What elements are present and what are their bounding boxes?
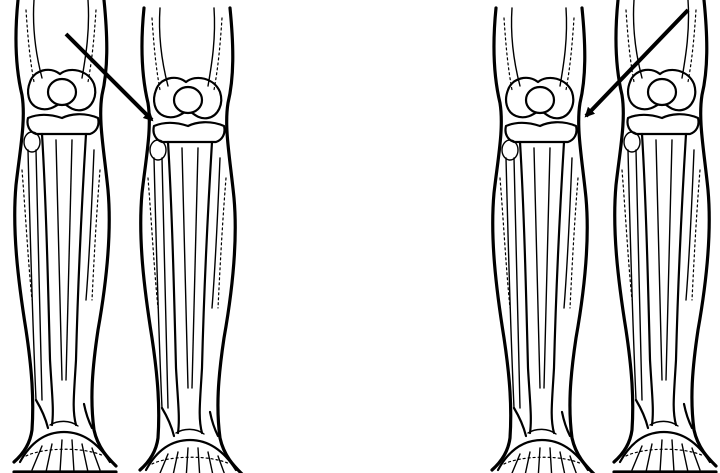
right-pair-left-leg: [492, 8, 594, 473]
left-pair-right-leg: [140, 8, 242, 473]
left-pair-arrow: [66, 34, 152, 120]
left-pair: [14, 0, 242, 473]
right-pair: [492, 0, 716, 473]
